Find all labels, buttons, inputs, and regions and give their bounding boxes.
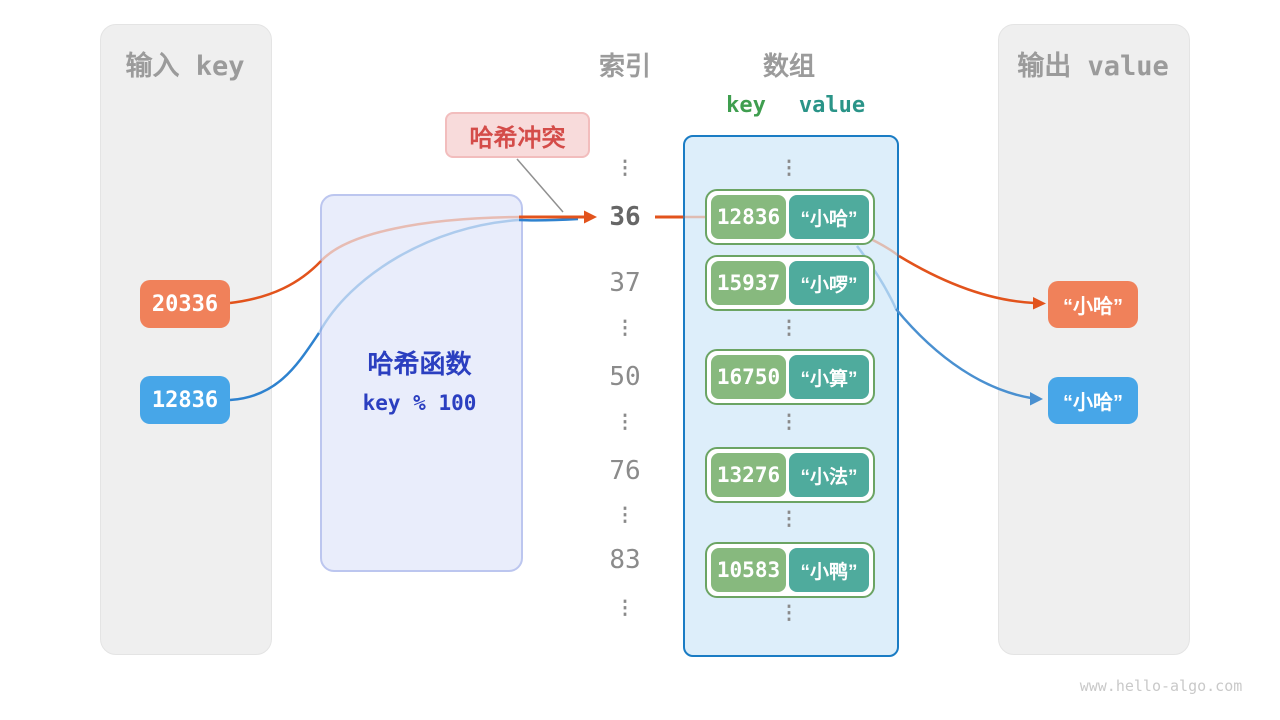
input-key-20336: 20336 [140,280,230,328]
output-value-blue: “小哈” [1048,377,1138,424]
row-value: “小法” [789,453,869,497]
row-value: “小鸭” [789,548,869,592]
index-ellipsis: ⋮ [615,505,635,526]
hash-function-formula: key % 100 [362,391,477,415]
array-ellipsis: ⋮ [779,158,799,179]
collision-pointer-line [516,158,564,213]
input-key-12836: 12836 [140,376,230,424]
array-ellipsis: ⋮ [779,603,799,624]
index-50: 50 [609,362,641,392]
array-row: 16750 “小算” [705,349,875,405]
array-ellipsis: ⋮ [779,412,799,433]
row-key: 12836 [711,195,786,239]
output-value-orange: “小哈” [1048,281,1138,328]
row-key: 13276 [711,453,786,497]
row-value: “小啰” [789,261,869,305]
index-ellipsis: ⋮ [615,598,635,619]
index-column-title: 索引 [598,51,651,81]
index-76: 76 [609,456,641,486]
array-row: 13276 “小法” [705,447,875,503]
index-83: 83 [609,545,641,575]
output-panel-title: 输出 value [1017,51,1169,82]
index-ellipsis: ⋮ [615,318,635,339]
index-37: 37 [609,268,641,298]
input-panel [100,24,272,655]
input-panel-title: 输入 key [125,51,245,82]
hash-collision-label: 哈希冲突 [445,112,590,158]
index-ellipsis: ⋮ [615,158,635,179]
output-panel [998,24,1190,655]
hash-function-title: 哈希函数 [367,349,472,379]
index-ellipsis: ⋮ [615,412,635,433]
array-ellipsis: ⋮ [779,509,799,530]
index-36: 36 [609,202,641,232]
row-key: 16750 [711,355,786,399]
array-ellipsis: ⋮ [779,318,799,339]
hash-function-box [320,194,523,572]
watermark: www.hello-algo.com [1079,677,1243,695]
key-header: key [726,93,766,118]
row-value: “小哈” [789,195,869,239]
value-header: value [798,93,866,118]
array-column-title: 数组 [762,51,815,81]
row-key: 10583 [711,548,786,592]
array-row: 12836 “小哈” [705,189,875,245]
array-row: 15937 “小啰” [705,255,875,311]
row-value: “小算” [789,355,869,399]
array-row: 10583 “小鸭” [705,542,875,598]
row-key: 15937 [711,261,786,305]
